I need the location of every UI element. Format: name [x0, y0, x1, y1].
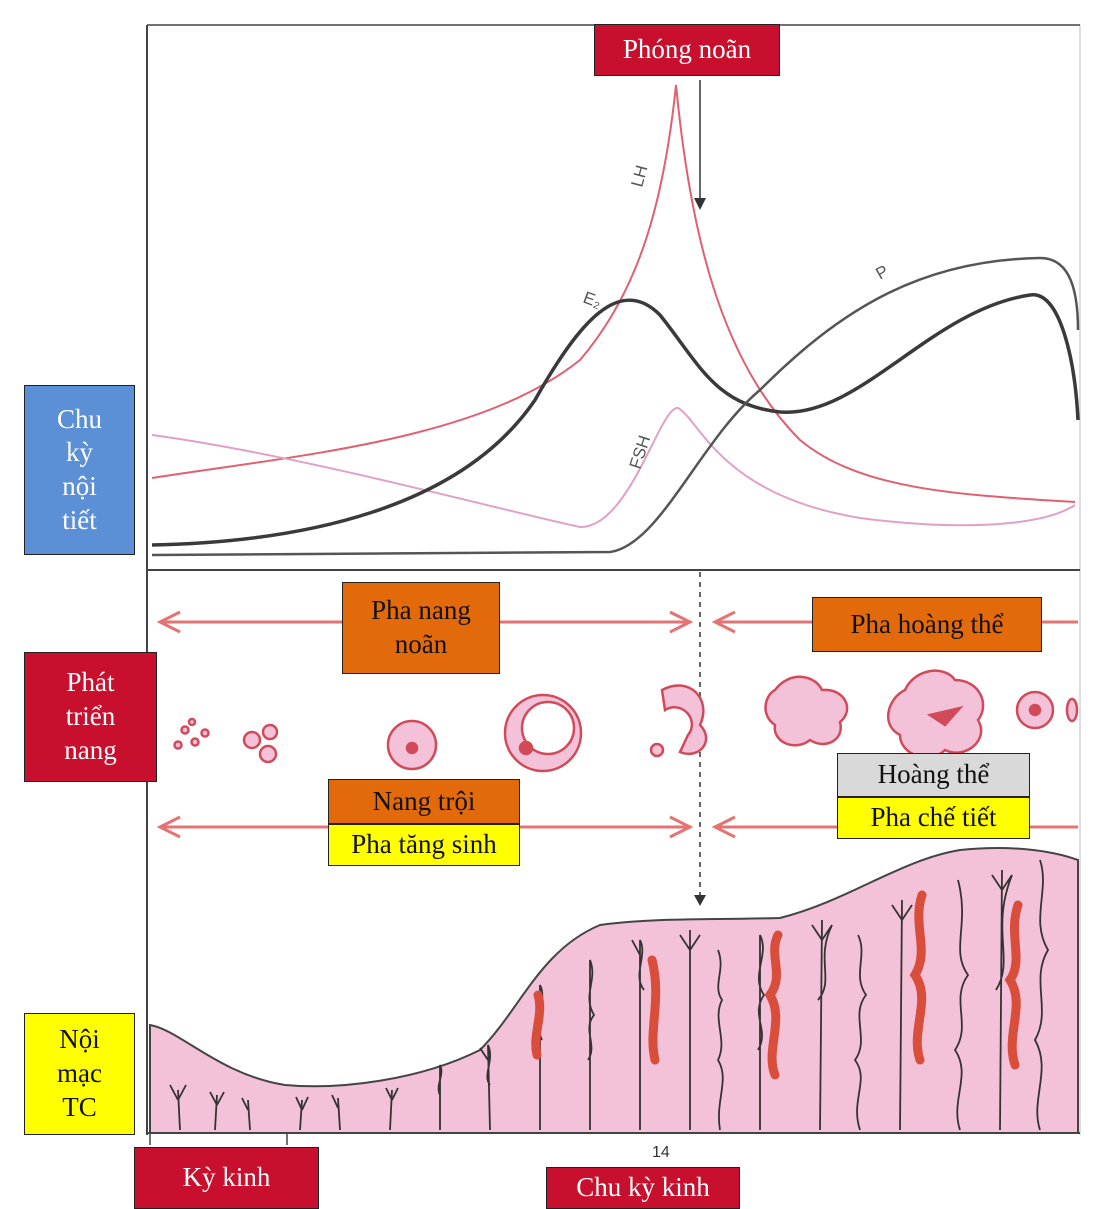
hormone-curves: LH FSH E₂ P	[152, 80, 1078, 555]
primary-follicles	[244, 725, 277, 762]
menstrual-cycle-label: Chu kỳ kinh	[546, 1167, 740, 1209]
fsh-curve	[152, 408, 1075, 527]
ovulation-arrowhead	[694, 198, 706, 210]
ruptured-follicle	[651, 685, 706, 756]
secondary-follicle	[388, 721, 436, 769]
follicle-development-label: Phát triển nang	[24, 652, 157, 782]
endometrium-label: Nội mạc TC	[24, 1013, 135, 1135]
day-14-tick-label: 14	[652, 1144, 670, 1161]
lh-curve	[152, 85, 1075, 502]
menses-label: Kỳ kinh	[134, 1147, 319, 1209]
ovulation-label: Phóng noãn	[594, 24, 780, 76]
follicular-phase-label: Pha nang noãn	[342, 582, 500, 674]
e2-curve-label: E₂	[581, 288, 604, 312]
corpus-luteum-regressing	[1017, 692, 1077, 728]
p-curve-label: P	[873, 261, 892, 283]
primordial-follicles	[175, 719, 209, 749]
corpus-luteum-early	[766, 677, 848, 745]
luteal-phase-label: Pha hoàng thể	[812, 597, 1042, 652]
dominant-follicle-label: Nang trội	[328, 779, 520, 824]
secretory-phase-label: Pha chế tiết	[837, 797, 1030, 839]
lh-curve-label: LH	[628, 163, 652, 189]
antral-follicle	[505, 695, 581, 771]
endocrine-cycle-label: Chu kỳ nội tiết	[24, 385, 135, 555]
ovulation-dashed-arrowhead	[694, 895, 706, 906]
fsh-curve-label: FSH	[626, 433, 655, 471]
endometrium-tissue	[150, 848, 1078, 1133]
endometrium-illustration	[150, 848, 1078, 1133]
corpus-luteum-mature	[888, 671, 983, 758]
proliferative-phase-label: Pha tăng sinh	[328, 824, 520, 866]
corpus-luteum-label: Hoàng thể	[837, 753, 1030, 797]
